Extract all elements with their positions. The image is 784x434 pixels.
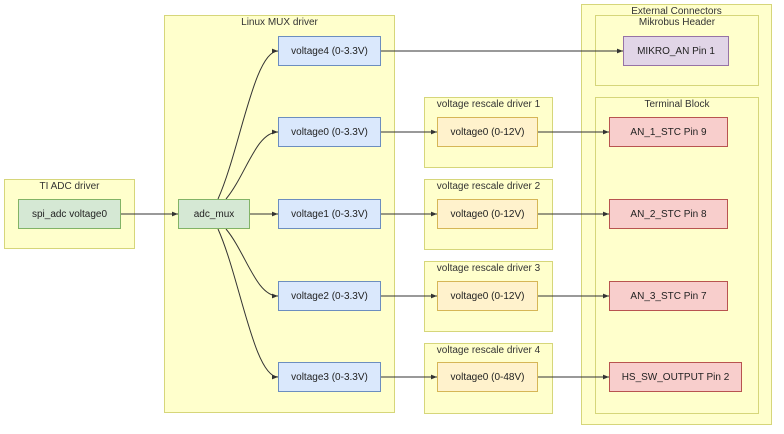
hs-sw-output-pin2-node: HS_SW_OUTPUT Pin 2	[609, 362, 742, 392]
an3-stc-pin7-node: AN_3_STC Pin 7	[609, 281, 728, 311]
an1-stc-pin9-node: AN_1_STC Pin 9	[609, 117, 728, 147]
mux-voltage0-node: voltage0 (0-3.3V)	[278, 117, 381, 147]
rescale3-voltage0-node: voltage0 (0-12V)	[437, 281, 538, 311]
mux-voltage4-node: voltage4 (0-3.3V)	[278, 36, 381, 66]
an2-stc-pin8-node: AN_2_STC Pin 8	[609, 199, 728, 229]
group-title: voltage rescale driver 1	[436, 99, 541, 110]
group-title: Terminal Block	[644, 99, 710, 110]
group-title: TI ADC driver	[39, 181, 100, 192]
terminal-block-group: Terminal Block	[595, 97, 759, 414]
group-title: voltage rescale driver 2	[436, 181, 541, 192]
mux-voltage2-node: voltage2 (0-3.3V)	[278, 281, 381, 311]
spi-adc-voltage0-node: spi_adc voltage0	[18, 199, 121, 229]
adc-mux-node: adc_mux	[178, 199, 250, 229]
group-title: Linux MUX driver	[241, 17, 318, 28]
group-title: External Connectors	[631, 6, 722, 17]
rescale2-voltage0-node: voltage0 (0-12V)	[437, 199, 538, 229]
group-title: Mikrobus Header	[638, 17, 716, 28]
rescale4-voltage0-node: voltage0 (0-48V)	[437, 362, 538, 392]
group-title: voltage rescale driver 3	[436, 263, 541, 274]
rescale1-voltage0-node: voltage0 (0-12V)	[437, 117, 538, 147]
mikro-an-pin1-node: MIKRO_AN Pin 1	[623, 36, 729, 66]
group-title: voltage rescale driver 4	[436, 345, 541, 356]
mux-voltage1-node: voltage1 (0-3.3V)	[278, 199, 381, 229]
mux-voltage3-node: voltage3 (0-3.3V)	[278, 362, 381, 392]
